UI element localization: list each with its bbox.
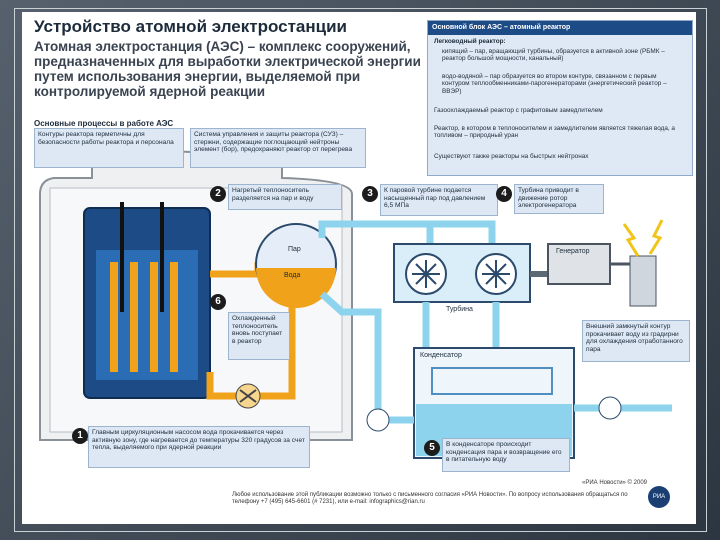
lightning-icon bbox=[648, 219, 664, 255]
page-title: Устройство атомной электростанции bbox=[34, 17, 347, 36]
transformer bbox=[629, 255, 657, 307]
slide-border bbox=[14, 8, 707, 532]
condenser-label: Конденсатор bbox=[420, 352, 462, 359]
control-rod bbox=[160, 202, 164, 312]
step-number-2: 2 bbox=[210, 186, 226, 202]
step-number-1: 1 bbox=[72, 428, 88, 444]
turbine-shaft bbox=[530, 271, 554, 277]
exhaust-pipe bbox=[422, 302, 500, 352]
step-1-box: Главным циркуляционным насосом вода прок… bbox=[88, 426, 310, 468]
ria-logo: РИА bbox=[648, 486, 670, 508]
step-number-4: 4 bbox=[496, 186, 512, 202]
reactor-panel-item: Реактор, в котором в теплоносителем и за… bbox=[434, 125, 675, 140]
footer-credit: «РИА Новости» © 2009 bbox=[582, 480, 647, 486]
step-2-box: Нагретый теплоноситель разделяется на па… bbox=[228, 184, 342, 210]
turbine-label: Турбина bbox=[446, 306, 473, 313]
steam-label: Пар bbox=[288, 246, 301, 253]
generator-label: Генератор bbox=[556, 248, 590, 255]
step-5-box: В конденсаторе происходит конденсация па… bbox=[442, 438, 570, 472]
control-rods-box: Система управления и защиты реактора (СУ… bbox=[190, 128, 366, 168]
water-label: Вода bbox=[284, 272, 301, 279]
reactor-info-panel: Основной блок АЭС – атомный реактор Легк… bbox=[427, 20, 693, 176]
reactor-panel-item: Легководный реактор: bbox=[434, 38, 506, 45]
step-6-box: Охлажденный теплоноситель вновь поступае… bbox=[228, 312, 290, 360]
cooling-pump bbox=[598, 396, 622, 420]
step-3-box: К паровой турбине подается насыщенный па… bbox=[380, 184, 498, 216]
feedwater-pipe bbox=[319, 291, 414, 424]
external-loop-box: Внешний замкнутый контур прокачивает вод… bbox=[582, 320, 690, 362]
reactor-panel-header: Основной блок АЭС – атомный реактор bbox=[428, 21, 692, 35]
lightning-icon bbox=[622, 223, 640, 257]
footer-note: Любое использование этой публикации возм… bbox=[232, 492, 628, 506]
step-4-box: Турбина приводит в движение ротор электр… bbox=[514, 184, 604, 214]
steam-pipe bbox=[318, 220, 496, 248]
reactor-panel-item: Газоохлаждаемый реактор с графитовым зам… bbox=[434, 107, 603, 114]
infographic-sheet: Устройство атомной электростанции Атомна… bbox=[22, 12, 696, 524]
safety-box: Контуры реактора герметичны для безопасн… bbox=[34, 128, 184, 168]
reactor-panel-item: водо-водяной – пар образуется во втором … bbox=[442, 73, 667, 95]
intro-text: Атомная электростанция (АЭС) – комплекс … bbox=[34, 39, 421, 99]
control-rod bbox=[120, 202, 124, 312]
reactor-panel-item: Существуют также реакторы на быстрых ней… bbox=[434, 153, 589, 160]
step-number-3: 3 bbox=[362, 186, 378, 202]
cooled-coolant-pipe bbox=[258, 302, 296, 400]
reactor-panel-item: кипящий – пар, вращающий турбины, образу… bbox=[442, 48, 665, 63]
generator bbox=[547, 243, 611, 285]
feedwater-pump bbox=[366, 408, 390, 432]
step-number-6: 6 bbox=[210, 294, 226, 310]
processes-heading: Основные процессы в работе АЭС bbox=[34, 119, 174, 128]
step-number-5: 5 bbox=[424, 440, 440, 456]
